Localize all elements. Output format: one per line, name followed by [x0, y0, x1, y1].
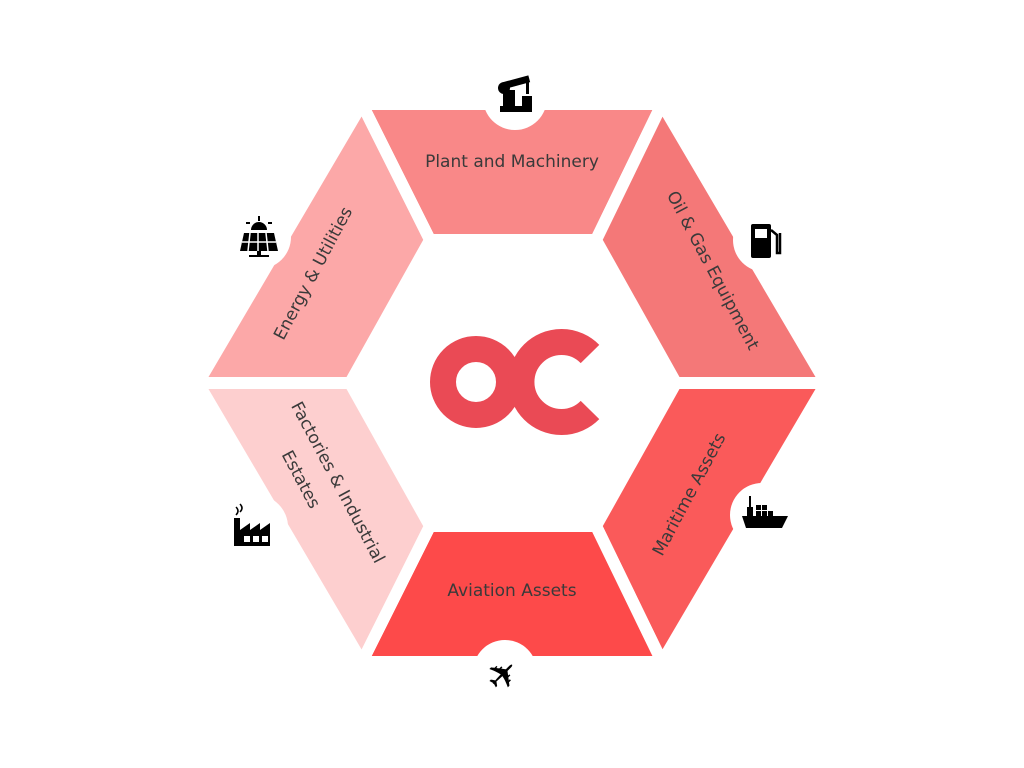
cargo-ship-icon: [742, 496, 788, 528]
oc-logo: [430, 329, 600, 435]
fuel-pump-icon: [751, 224, 782, 258]
segment-energy-utilities: [192, 98, 436, 389]
factory-icon: [234, 503, 270, 546]
solar-panel-icon: [240, 216, 278, 257]
segment-label-aviation-assets: Aviation Assets: [447, 581, 576, 601]
segment-label-plant-and-machinery: Plant and Machinery: [425, 152, 599, 172]
robot-arm-icon: [498, 75, 532, 112]
